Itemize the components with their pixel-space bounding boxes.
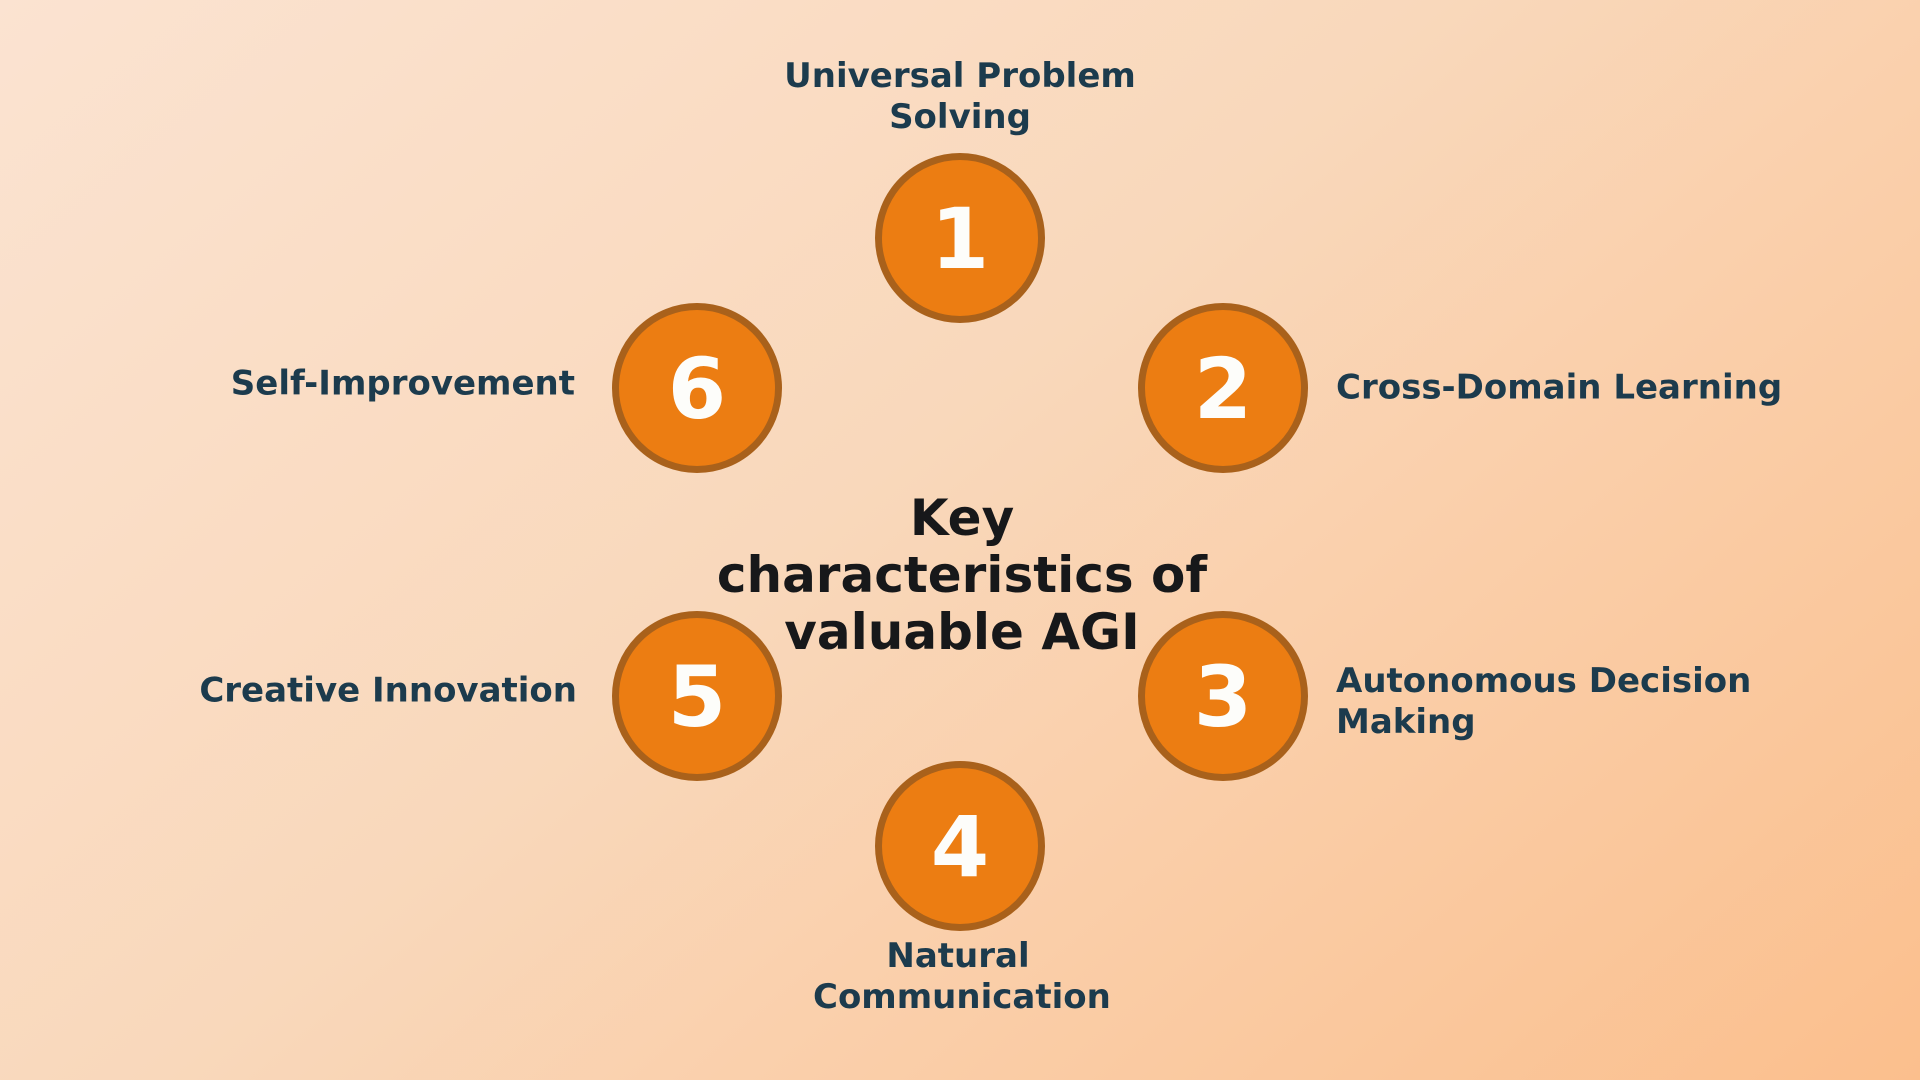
diagram-title: Key characteristics of valuable AGI bbox=[716, 489, 1208, 661]
step-6-circle: 6 bbox=[612, 303, 782, 473]
step-4-number: 4 bbox=[930, 798, 990, 896]
step-6-label: Self-Improvement bbox=[230, 363, 575, 404]
step-5-label: Creative Innovation bbox=[199, 670, 577, 711]
step-2-label: Cross-Domain Learning bbox=[1336, 367, 1783, 408]
step-4-circle: 4 bbox=[875, 761, 1045, 931]
step-5-circle: 5 bbox=[612, 611, 782, 781]
step-5-number: 5 bbox=[667, 648, 727, 746]
step-6-number: 6 bbox=[667, 340, 727, 438]
step-2-circle: 2 bbox=[1138, 303, 1308, 473]
step-1-label: Universal Problem Solving bbox=[784, 56, 1136, 137]
step-1-number: 1 bbox=[930, 190, 990, 288]
step-3-circle: 3 bbox=[1138, 611, 1308, 781]
step-1-circle: 1 bbox=[875, 153, 1045, 323]
step-3-number: 3 bbox=[1193, 648, 1253, 746]
step-3-label: Autonomous Decision Making bbox=[1336, 661, 1752, 742]
step-4-label: Natural Communication bbox=[813, 936, 1111, 1017]
step-2-number: 2 bbox=[1193, 340, 1253, 438]
